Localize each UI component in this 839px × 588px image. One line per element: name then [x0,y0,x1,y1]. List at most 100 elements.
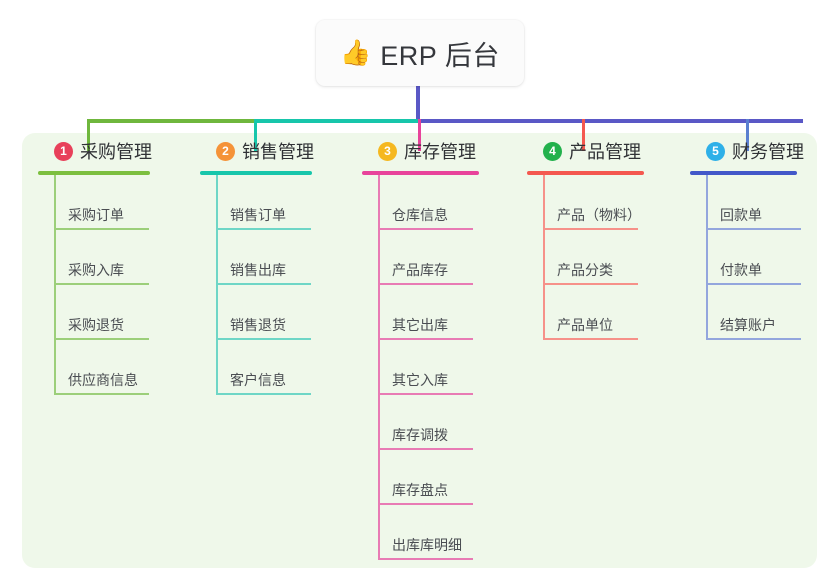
column-header-2[interactable]: 2 销售管理 [200,133,350,169]
leaf-item-label: 结算账户 [720,317,776,333]
leaf-item-rule [54,393,149,395]
column-rule-4 [527,171,644,175]
leaf-item[interactable]: 库存盘点 [378,450,517,505]
leaf-item-rule [378,503,473,505]
leaf-item[interactable]: 产品分类 [543,230,682,285]
leaf-item-label: 付款单 [720,262,762,278]
leaf-item-rule [378,393,473,395]
leaf-item-rule [543,228,638,230]
column-items-1: 采购订单采购入库采购退货供应商信息 [38,175,188,395]
column-title-4: 产品管理 [569,142,641,162]
leaf-item[interactable]: 产品库存 [378,230,517,285]
leaf-item-label: 产品单位 [557,317,613,333]
column-badge-4: 4 [543,141,562,161]
leaf-item-label: 库存盘点 [392,482,448,498]
leaf-item[interactable]: 其它出库 [378,285,517,340]
column-items-5: 回款单付款单结算账户 [690,175,835,340]
leaf-item-label: 回款单 [720,207,762,223]
leaf-item[interactable]: 其它入库 [378,340,517,395]
leaf-item-rule [378,448,473,450]
leaf-item-label: 销售订单 [230,207,286,223]
leaf-item-rule [378,228,473,230]
column-title-2: 销售管理 [242,142,314,162]
leaf-item[interactable]: 库存调拨 [378,395,517,450]
column-spine-3 [378,175,380,560]
leaf-item-label: 客户信息 [230,372,286,388]
leaf-item-label: 销售退货 [230,317,286,333]
column-header-4[interactable]: 4 产品管理 [527,133,682,169]
column-title-1: 采购管理 [80,142,152,162]
column-rule-5 [690,171,797,175]
leaf-item-label: 采购入库 [68,262,124,278]
leaf-item-label: 供应商信息 [68,372,138,388]
leaf-item[interactable]: 供应商信息 [54,340,188,395]
column-badge-1: 1 [54,141,73,161]
leaf-item-label: 产品分类 [557,262,613,278]
branch-drop-5 [746,119,749,151]
leaf-item-rule [216,228,311,230]
column-spine-2 [216,175,218,395]
leaf-item-rule [543,338,638,340]
column-title-3: 库存管理 [404,142,476,162]
leaf-item[interactable]: 回款单 [706,175,835,230]
leaf-item-label: 其它出库 [392,317,448,333]
leaf-item[interactable]: 销售订单 [216,175,350,230]
leaf-item[interactable]: 结算账户 [706,285,835,340]
branch-drop-1 [87,119,90,151]
leaf-item[interactable]: 付款单 [706,230,835,285]
column-spine-1 [54,175,56,395]
column-rule-1 [38,171,150,175]
column-container: 1 采购管理采购订单采购入库采购退货供应商信息 2 销售管理销售订单销售出库销售退货客… [0,133,839,573]
bus-segment-1 [88,119,255,123]
leaf-item-label: 出库库明细 [392,537,462,553]
leaf-item-rule [706,228,801,230]
column-badge-2: 2 [216,141,235,161]
leaf-item[interactable]: 采购退货 [54,285,188,340]
leaf-item-rule [216,338,311,340]
root-title: ERP 后台 [380,40,500,71]
column-spine-4 [543,175,545,340]
leaf-item[interactable]: 销售出库 [216,230,350,285]
thumbs-up-icon: 👍 [340,38,372,67]
column-header-1[interactable]: 1 采购管理 [38,133,188,169]
leaf-item-rule [216,283,311,285]
leaf-item[interactable]: 产品（物料） [543,175,682,230]
leaf-item-rule [54,228,149,230]
leaf-item-rule [378,338,473,340]
leaf-item-rule [706,338,801,340]
column-badge-5: 5 [706,141,725,161]
column-2: 2 销售管理销售订单销售出库销售退货客户信息 [200,133,350,395]
leaf-item-label: 采购退货 [68,317,124,333]
leaf-item-rule [378,283,473,285]
column-title-5: 财务管理 [732,142,804,162]
root-node[interactable]: 👍 ERP 后台 [316,20,524,86]
leaf-item-label: 产品（物料） [557,207,641,223]
column-header-5[interactable]: 5 财务管理 [690,133,835,169]
column-4: 4 产品管理产品（物料） 产品分类产品单位 [527,133,682,340]
leaf-item[interactable]: 销售退货 [216,285,350,340]
leaf-item[interactable]: 仓库信息 [378,175,517,230]
leaf-item[interactable]: 产品单位 [543,285,682,340]
leaf-item[interactable]: 采购入库 [54,230,188,285]
leaf-item-label: 仓库信息 [392,207,448,223]
column-rule-3 [362,171,479,175]
leaf-item[interactable]: 客户信息 [216,340,350,395]
leaf-item-rule [378,558,473,560]
column-items-4: 产品（物料） 产品分类产品单位 [527,175,682,340]
root-stem-connector [416,84,420,123]
leaf-item[interactable]: 出库库明细 [378,505,517,560]
leaf-item-rule [216,393,311,395]
branch-drop-4 [582,119,585,151]
column-1: 1 采购管理采购订单采购入库采购退货供应商信息 [38,133,188,395]
column-items-3: 仓库信息产品库存其它出库其它入库库存调拨库存盘点出库库明细 [362,175,517,560]
branch-drop-3 [418,119,421,151]
column-spine-5 [706,175,708,340]
column-5: 5 财务管理回款单付款单结算账户 [690,133,835,340]
leaf-item-label: 产品库存 [392,262,448,278]
leaf-item[interactable]: 采购订单 [54,175,188,230]
leaf-item-label: 销售出库 [230,262,286,278]
bus-segment-2 [255,119,419,123]
